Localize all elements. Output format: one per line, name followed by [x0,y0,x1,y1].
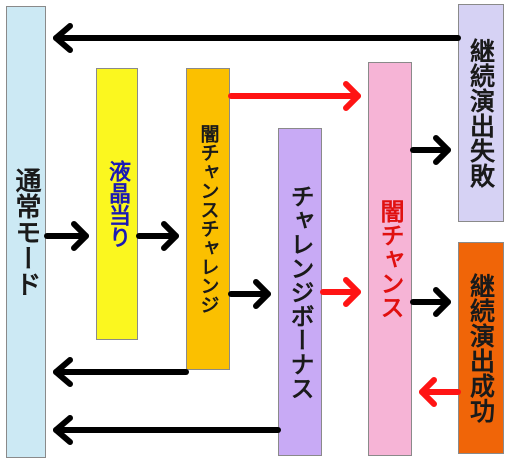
box-lcd-hit: 液晶当り [96,68,138,340]
box-challenge: 闇チャンスチャレンジ [186,68,230,370]
arrow-success-to-chance [419,377,461,407]
arrow-fail-to-normal [53,23,461,53]
box-challenge-bonus: チャレンジボーナス [278,128,322,456]
box-continue-success: 継続演出成功 [458,242,504,454]
challenge-bonus-label: チャレンジボーナス [286,184,314,400]
arrow-lcd-to-challenge [136,221,179,251]
arrow-challenge-to-chance [228,81,361,111]
continue-fail-label: 継続演出失敗 [466,38,496,188]
arrow-challenge-to-bonus [228,279,271,309]
arrow-normal-to-lcd [44,221,89,251]
arrow-chance-to-success [410,287,451,317]
challenge-label: 闇チャンスチャレンジ [197,124,220,314]
box-chance: 闇チャンス [368,62,412,456]
arrow-chance-to-fail [410,135,451,165]
normal-mode-label: 通常モード [11,167,41,297]
continue-success-label: 継続演出成功 [466,273,496,423]
arrow-bonus-to-chance [320,277,361,307]
chance-label: 闇チャンス [376,199,404,319]
arrow-bonus-to-normal [53,415,281,445]
lcd-hit-label: 液晶当り [105,160,130,248]
box-normal-mode: 通常モード [6,6,46,458]
box-continue-fail: 継続演出失敗 [458,4,504,222]
arrow-challenge-to-normal [53,357,189,387]
